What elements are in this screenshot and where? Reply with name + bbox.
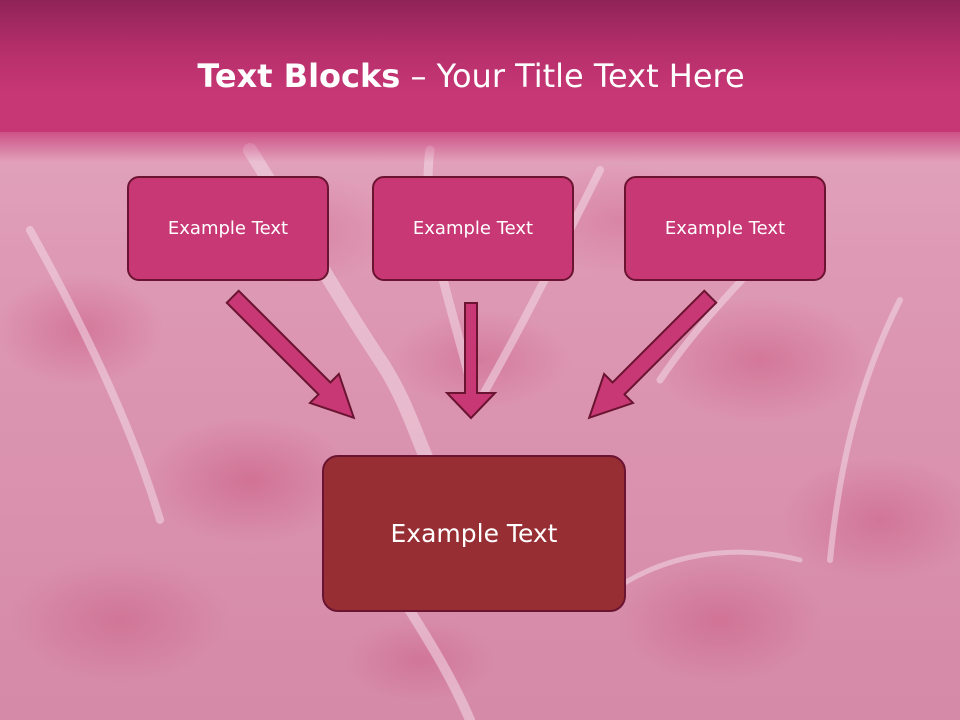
target-block-label: Example Text: [390, 519, 558, 548]
target-block: Example Text: [322, 455, 626, 612]
text-block-2: Example Text: [372, 176, 574, 281]
title-separator: –: [400, 57, 437, 95]
title-rest: Your Title Text Here: [436, 57, 745, 95]
text-block-1-label: Example Text: [167, 218, 289, 239]
arrow-left: [225, 289, 356, 420]
text-block-1: Example Text: [127, 176, 329, 281]
arrow-right: [587, 289, 718, 420]
text-block-3: Example Text: [624, 176, 826, 281]
header-fade: [0, 128, 960, 162]
header-band: [0, 0, 960, 132]
title-bold: Text Blocks: [197, 57, 401, 95]
arrow-center: [444, 302, 498, 420]
page-title: Text Blocks – Your Title Text Here: [0, 54, 942, 98]
text-block-3-label: Example Text: [664, 218, 786, 239]
text-block-2-label: Example Text: [412, 218, 534, 239]
